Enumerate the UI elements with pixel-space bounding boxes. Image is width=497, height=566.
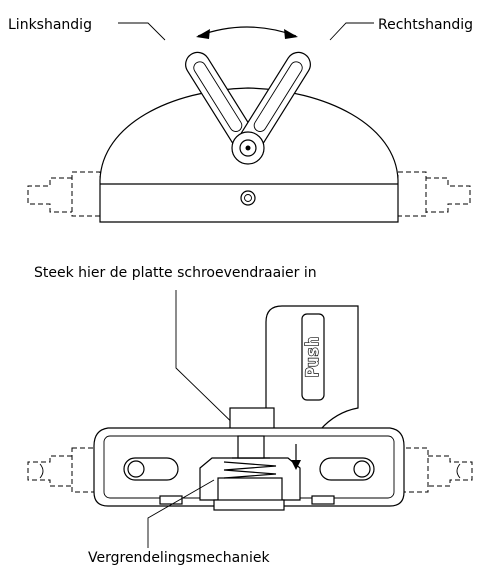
left-slot-peg — [127, 460, 145, 478]
push-button-label: Push — [303, 337, 323, 378]
bottom-view-figure: Steek hier de platte schroevendraaier in… — [27, 265, 473, 566]
leader-left-handed — [118, 22, 166, 41]
rotation-arrow-head-left — [196, 29, 210, 39]
leader-right-handed — [329, 22, 374, 41]
label-locking-mechanism: Vergrendelingsmechaniek — [88, 550, 271, 566]
label-left-handed: Linkshandig — [8, 17, 92, 33]
top-view-figure: Linkshandig Rechtshandig — [8, 17, 473, 223]
clip-left — [159, 495, 183, 505]
label-right-handed: Rechtshandig — [378, 17, 473, 33]
down-arrow-head — [291, 460, 301, 470]
rotation-arrow-head-right — [284, 29, 298, 39]
label-screwdriver-instruction: Steek hier de platte schroevendraaier in — [34, 265, 317, 281]
plunger — [237, 435, 265, 459]
leader-locking-mechanism — [147, 479, 215, 548]
mount-hole-inner — [244, 194, 252, 202]
left-lower-dashed-bracket — [27, 447, 103, 493]
right-slot-peg — [353, 460, 371, 478]
right-dashed-bracket — [397, 171, 471, 217]
spring — [223, 461, 277, 479]
right-lower-dashed-bracket — [397, 447, 473, 493]
push-button[interactable] — [301, 313, 325, 401]
clip-right — [311, 495, 335, 505]
rotation-arrow — [197, 26, 297, 37]
mechanism-foot — [213, 499, 285, 511]
mount-hole — [240, 190, 256, 206]
left-dashed-bracket — [27, 171, 101, 217]
screwdriver-slot[interactable] — [229, 407, 275, 431]
leader-screwdriver — [175, 290, 247, 437]
pivot-screw-center — [245, 145, 251, 151]
